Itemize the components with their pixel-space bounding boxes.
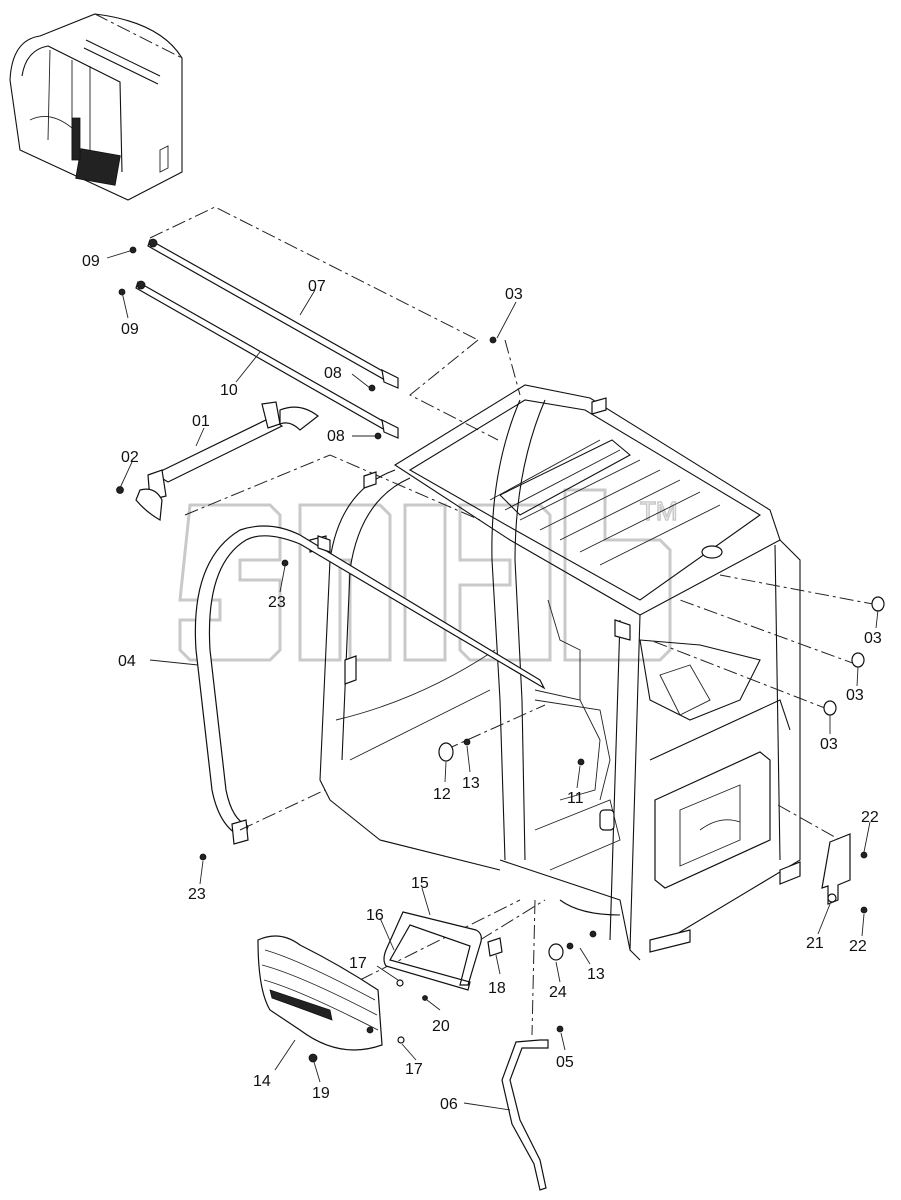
callout-05: 05 (556, 1054, 574, 1071)
callout-12: 12 (433, 786, 451, 803)
callout-03: 03 (820, 736, 838, 753)
watermark: TM (178, 488, 678, 662)
callout-13: 13 (462, 775, 480, 792)
callout-17: 17 (405, 1061, 423, 1078)
fasteners (438, 704, 597, 961)
leader-lines (106, 249, 879, 1111)
callout-04: 04 (118, 653, 136, 670)
callout-03: 03 (505, 286, 523, 303)
callout-09: 09 (121, 321, 139, 338)
grab-handle (501, 899, 564, 1191)
callout-03: 03 (846, 687, 864, 704)
handrail (194, 525, 546, 861)
callout-09: 09 (82, 253, 100, 270)
cab-frame (309, 339, 879, 961)
callout-08: 08 (324, 365, 342, 382)
roof-rods (118, 206, 499, 441)
callout-19: 19 (312, 1085, 330, 1102)
callout-13: 13 (587, 966, 605, 983)
callout-02: 02 (121, 449, 139, 466)
watermark-tm: TM (640, 496, 678, 526)
roof-fasteners (489, 336, 885, 716)
callout-20: 20 (432, 1018, 450, 1035)
callout-06: 06 (440, 1096, 458, 1113)
callout-14: 14 (253, 1073, 271, 1090)
callout-22: 22 (861, 809, 879, 826)
bracket-assembly (116, 401, 481, 521)
callout-10: 10 (220, 382, 238, 399)
callout-21: 21 (806, 935, 824, 952)
cab-inset-thumbnail (9, 13, 183, 201)
callout-11: 11 (567, 790, 584, 807)
callout-23: 23 (268, 594, 286, 611)
callout-18: 18 (488, 980, 506, 997)
callout-17: 17 (349, 955, 367, 972)
callout-22: 22 (849, 938, 867, 955)
callout-labels: 09 09 07 10 08 08 03 03 03 03 01 02 23 2… (82, 253, 882, 1113)
step-cover (257, 899, 546, 1063)
callout-24: 24 (549, 984, 567, 1001)
callout-16: 16 (366, 907, 384, 924)
callout-07: 07 (308, 278, 326, 295)
callout-15: 15 (411, 875, 429, 892)
callout-01: 01 (192, 413, 210, 430)
callout-23: 23 (188, 886, 206, 903)
side-bracket (821, 833, 868, 914)
callout-03: 03 (864, 630, 882, 647)
callout-08: 08 (327, 428, 345, 445)
